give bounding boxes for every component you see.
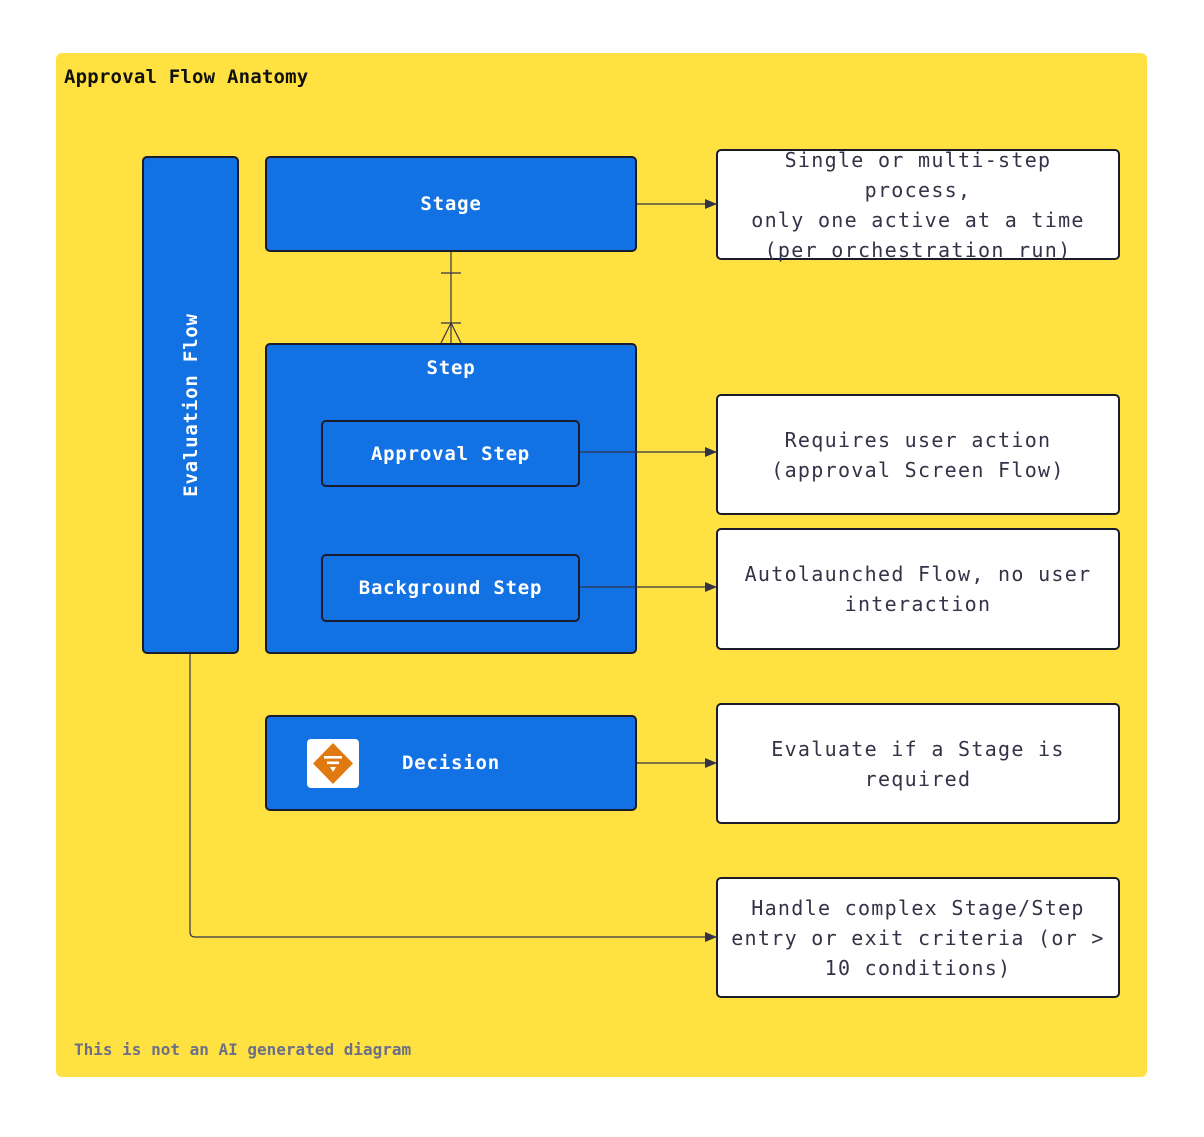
background-note-line: Autolaunched Flow, no user — [744, 562, 1092, 586]
stage-label: Stage — [420, 193, 482, 215]
diagram-title: Approval Flow Anatomy — [64, 66, 309, 88]
evaluation-arrow — [189, 654, 717, 942]
evaluation-note-line: entry or exit criteria (or > — [731, 925, 1105, 950]
background-step-label: Background Step — [358, 577, 543, 599]
stage-node: Stage — [265, 156, 637, 252]
background-note-line: interaction — [844, 592, 992, 616]
background-step-node: Background Step — [321, 554, 580, 622]
evaluation-note-line: 10 conditions) — [824, 955, 1012, 980]
evaluation-note: Handle complex Stage/Step entry or exit … — [716, 877, 1120, 998]
stage-note: Single or multi-step process, only one a… — [716, 148, 1120, 262]
step-label: Step — [426, 357, 476, 379]
decision-diamond-icon — [307, 739, 359, 788]
approval-step-label: Approval Step — [370, 442, 531, 465]
stage-note-line: only one active at a time — [751, 207, 1085, 232]
background-note: Autolaunched Flow, no user interaction — [716, 528, 1120, 650]
decision-node: Decision — [265, 715, 637, 811]
evaluation-flow-node: Evaluation Flow — [142, 156, 239, 654]
decision-note-line: required — [864, 766, 972, 791]
evaluation-note-line: Handle complex Stage/Step — [751, 895, 1085, 920]
decision-note: Evaluate if a Stage is required — [716, 703, 1120, 824]
stage-note-line: Single or multi-step process, — [784, 147, 1052, 202]
approval-note-line: (approval Screen Flow) — [771, 457, 1065, 482]
relation-crow-left — [440, 322, 452, 344]
approval-step-node: Approval Step — [321, 420, 580, 487]
stage-note-line: (per orchestration run) — [764, 237, 1072, 262]
relation-crow-right — [450, 322, 462, 344]
decision-note-line: Evaluate if a Stage is — [771, 736, 1065, 761]
approval-note-line: Requires user action — [784, 427, 1052, 452]
approval-note: Requires user action (approval Screen Fl… — [716, 394, 1120, 515]
decision-label: Decision — [402, 752, 500, 774]
footer-note: This is not an AI generated diagram — [74, 1040, 412, 1059]
